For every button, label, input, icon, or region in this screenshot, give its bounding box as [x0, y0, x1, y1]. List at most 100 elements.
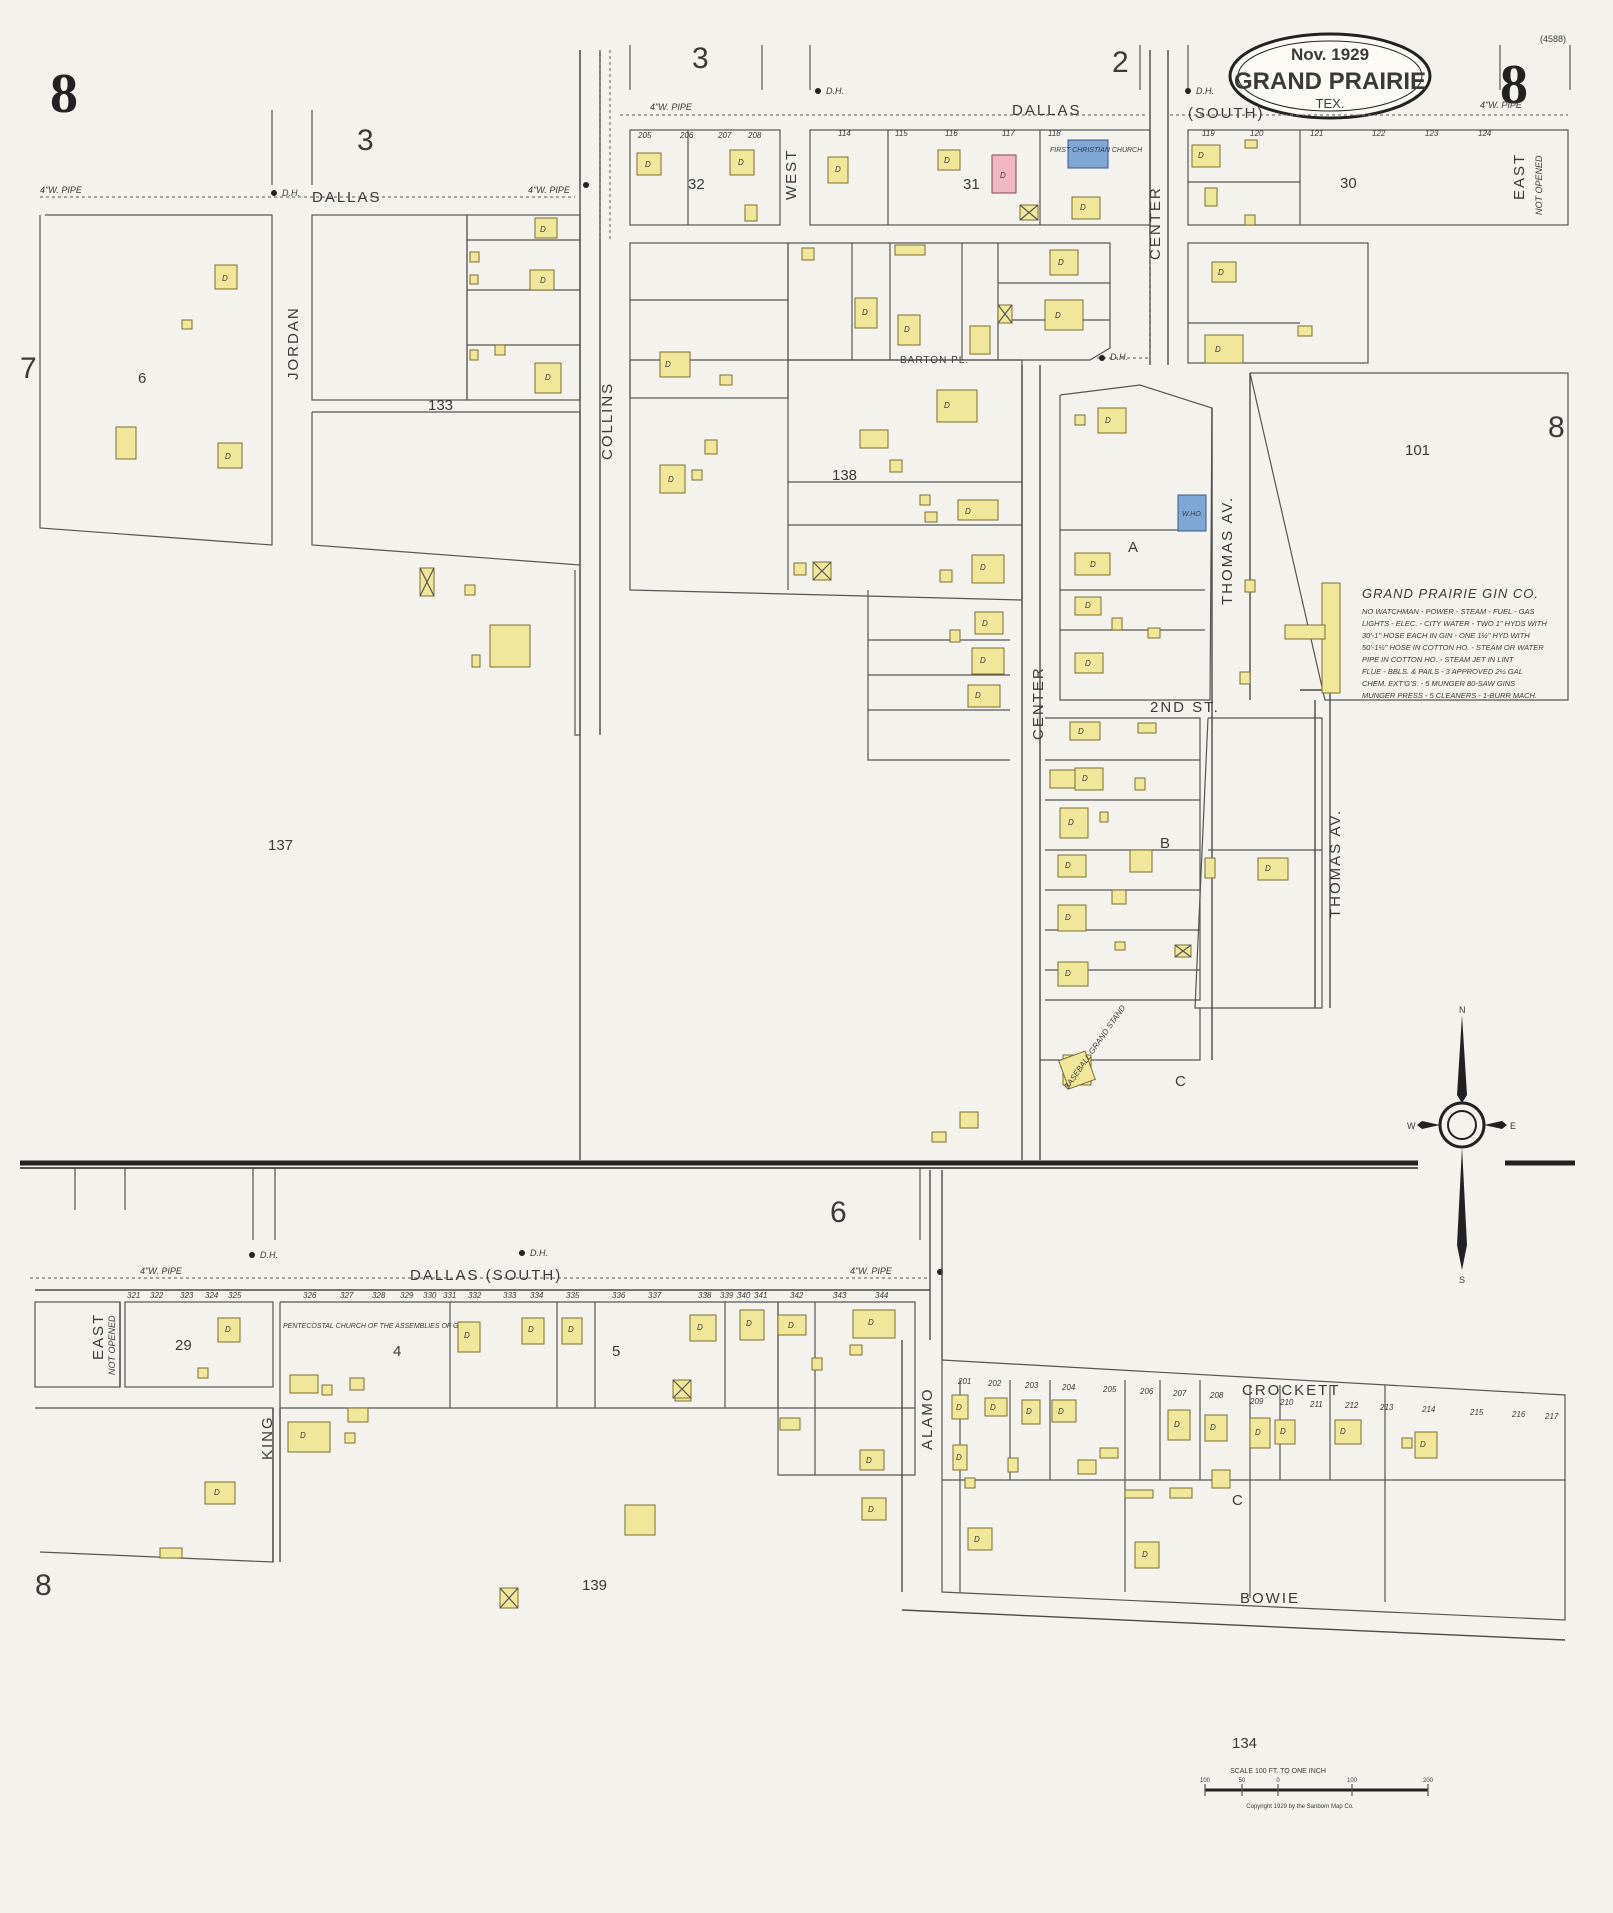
title-place: GRAND PRAIRIE — [1234, 68, 1426, 95]
house-number: 342 — [790, 1291, 804, 1300]
house-number: 209 — [1249, 1397, 1264, 1406]
dwelling-label-56: D — [1210, 1423, 1216, 1432]
block-letter-b: B — [1160, 835, 1170, 852]
dwelling-label-55: D — [1174, 1420, 1180, 1429]
dwelling-label-7: D — [738, 158, 744, 167]
dwelling-label-41: D — [464, 1331, 470, 1340]
dwelling-label-17: D — [1058, 258, 1064, 267]
dwelling-label-37: D — [1265, 864, 1271, 873]
block-number-134: 134 — [1232, 1735, 1257, 1752]
dwelling-label-26: D — [1215, 345, 1221, 354]
dwelling-label-20: D — [965, 507, 971, 516]
block-letter-c-lower: C — [1232, 1492, 1243, 1509]
street-label-east-upper: EAST — [1511, 153, 1528, 200]
block-number-29: 29 — [175, 1337, 192, 1354]
dwelling-label-44: D — [697, 1323, 703, 1332]
compass-rose: N W E S — [1407, 1005, 1516, 1285]
house-number: 114 — [838, 129, 851, 138]
house-number: 206 — [1139, 1387, 1154, 1396]
house-number: 338 — [698, 1291, 712, 1300]
house-number: 216 — [1511, 1410, 1526, 1419]
dwelling-label-15: D — [862, 308, 868, 317]
water-house-label: W.HO. — [1182, 511, 1203, 518]
house-number: 344 — [875, 1291, 889, 1300]
house-number: 328 — [372, 1291, 386, 1300]
house-number: 210 — [1279, 1398, 1294, 1407]
title-cartouche: Nov. 1929 GRAND PRAIRIE TEX. — [1228, 32, 1432, 120]
pipe-label-upper-mid: 4"W. PIPE — [528, 185, 571, 195]
street-label-2nd: 2ND ST. — [1150, 699, 1220, 716]
pentecostal-church: PENTECOSTAL CHURCH OF THE ASSEMBLIES OF … — [283, 1323, 469, 1330]
upper-streets — [579, 50, 1331, 1160]
scale-tick-2: 50 — [1239, 1778, 1246, 1784]
street-label-west: WEST — [783, 149, 800, 200]
scale-bar: SCALE 100 FT. TO ONE INCH 100 50 0 100 2… — [1200, 1768, 1434, 1810]
street-label-bowie: BOWIE — [1240, 1590, 1300, 1607]
house-number: 202 — [987, 1379, 1002, 1388]
dwelling-label-27: D — [1105, 416, 1111, 425]
house-number: 324 — [205, 1291, 219, 1300]
pipe-label-lower-right: 4"W. PIPE — [850, 1266, 893, 1276]
dwelling-label-46: D — [788, 1321, 794, 1330]
street-note-not-opened-upper: NOT OPENED — [1534, 155, 1544, 215]
first-christian-church-label: FIRST CHRISTIAN CHURCH — [1050, 147, 1143, 154]
scale-tick-5: 200 — [1423, 1778, 1434, 1784]
block-number-137: 137 — [268, 837, 293, 854]
house-number: 122 — [1372, 129, 1386, 138]
house-number: 217 — [1544, 1412, 1559, 1421]
street-label-barton: BARTON PL. — [900, 355, 969, 366]
dwelling-label-31: D — [1078, 727, 1084, 736]
gin-note-8: MUNGER PRESS - 5 CLEANERS - 1-BURR MACH. — [1362, 691, 1537, 700]
house-numbers-crockett: 201 202 203 204 205 206 207 208 209 210 … — [957, 1377, 1559, 1421]
gin-note-2: LIGHTS - ELEC. - CITY WATER - TWO 1" HYD… — [1362, 619, 1547, 628]
dwelling-label-11: D — [1080, 203, 1086, 212]
dh-label-2: D.H. — [826, 86, 844, 96]
dwelling-label-36: D — [1065, 969, 1071, 978]
dwelling-label-45: D — [746, 1319, 752, 1328]
hydrant-markers — [249, 88, 1191, 1275]
gin-note-5: PIPE IN COTTON HO. - STEAM JET IN LINT — [1362, 655, 1515, 664]
dwelling-label-30: D — [1085, 659, 1091, 668]
dwelling-label-40: D — [300, 1431, 306, 1440]
scale-tick-4: 100 — [1347, 1778, 1358, 1784]
vacant-lot-markers — [419, 204, 1192, 958]
gin-note-1: NO WATCHMAN - POWER - STEAM - FUEL - GAS — [1362, 607, 1535, 616]
dwelling-label-9: D — [944, 156, 950, 165]
adjoining-sheet-6: 6 — [830, 1196, 847, 1229]
street-label-east-lower: EAST — [90, 1313, 107, 1360]
block-number-4: 4 — [393, 1343, 401, 1360]
lower-dwelling-markers: D D D D D D D D D D D D D D D D D D D D … — [214, 1318, 1426, 1559]
dwelling-label-4: D — [540, 276, 546, 285]
pipe-label-dallas-north: 4"W. PIPE — [650, 102, 693, 112]
dh-label-6: D.H. — [530, 1248, 548, 1258]
pipe-label-lower-left: 4"W. PIPE — [140, 1266, 183, 1276]
house-number: 115 — [895, 129, 908, 138]
dwelling-label-50: D — [956, 1403, 962, 1412]
dwelling-label-35: D — [1065, 913, 1071, 922]
dwelling-label-48: D — [866, 1456, 872, 1465]
title-state: TEX. — [1316, 96, 1345, 111]
scale-copyright: Copyright 1929 by the Sanborn Map Co. — [1246, 1804, 1354, 1810]
house-number: 327 — [340, 1291, 354, 1300]
dwelling-label-28: D — [1090, 560, 1096, 569]
house-number: 207 — [717, 131, 732, 140]
house-number: 336 — [612, 1291, 626, 1300]
dwelling-label-57: D — [1255, 1428, 1261, 1437]
house-number: 335 — [566, 1291, 580, 1300]
house-number: 117 — [1002, 129, 1015, 138]
house-number: 204 — [1061, 1383, 1076, 1392]
house-number: 205 — [1102, 1385, 1117, 1394]
adjoining-sheet-3-top: 3 — [692, 42, 709, 75]
street-label-jordan: JORDAN — [285, 306, 302, 380]
dwelling-label-22: D — [982, 619, 988, 628]
dwelling-label-49: D — [868, 1505, 874, 1514]
block-number-32: 32 — [688, 176, 705, 193]
title-date: Nov. 1929 — [1291, 45, 1369, 64]
street-label-thomas-lower: THOMAS AV. — [1327, 809, 1344, 918]
house-number: 203 — [1024, 1381, 1039, 1390]
dwelling-label-24: D — [975, 691, 981, 700]
gin-note-7: CHEM. EXT'G'S. - 5 MUNGER 80-SAW GINS — [1362, 679, 1515, 688]
sheet-number-left: 8 — [50, 63, 78, 125]
dwelling-label-23: D — [980, 656, 986, 665]
dwelling-label-34: D — [1065, 861, 1071, 870]
